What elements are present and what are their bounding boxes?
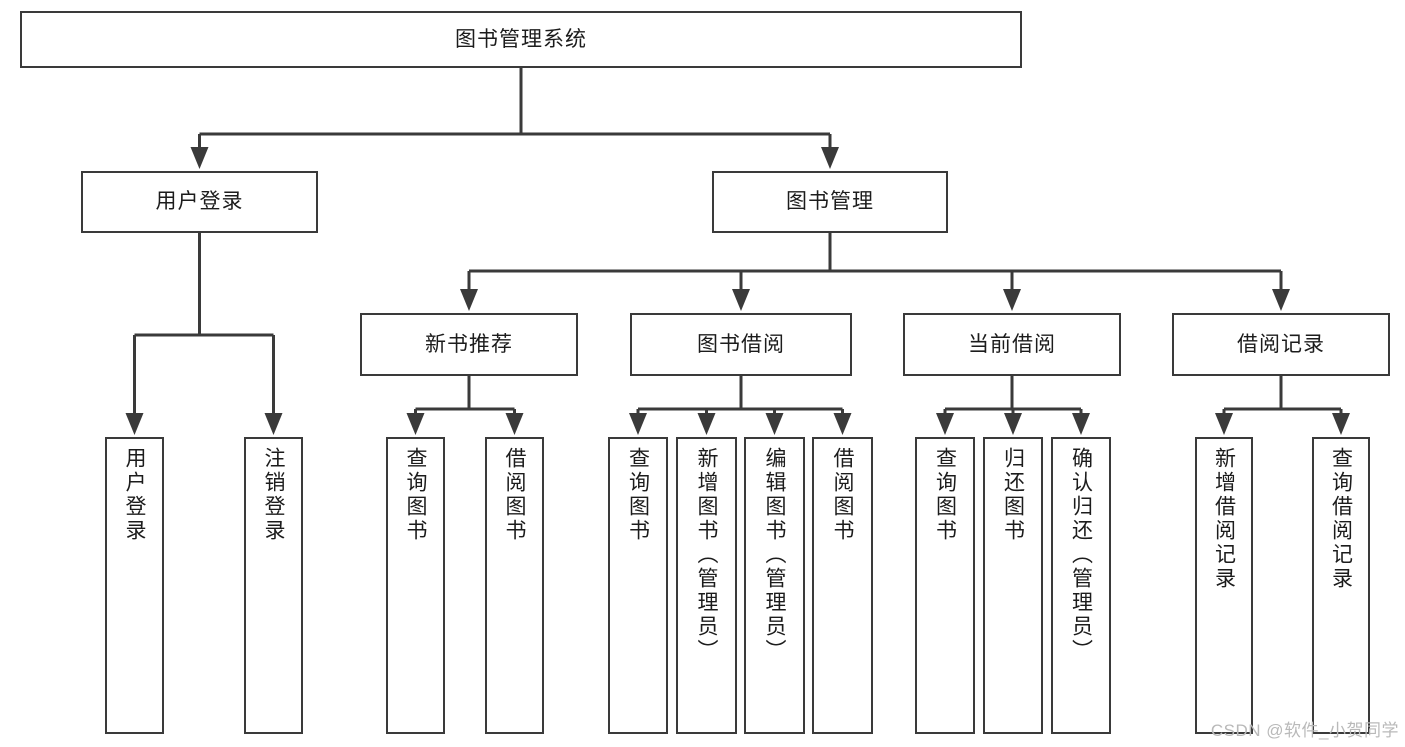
node-records[interactable]: 借阅记录: [1172, 313, 1390, 376]
node-login[interactable]: 用户登录: [81, 171, 318, 233]
node-label: 新增借阅记录: [1212, 447, 1236, 591]
node-bookmgmt[interactable]: 图书管理: [712, 171, 948, 233]
node-root[interactable]: 图书管理系统: [20, 11, 1022, 68]
node-label: 查询图书: [626, 447, 650, 543]
node-leaf-cur-return[interactable]: 归还图书: [983, 437, 1043, 734]
node-label: 查询图书: [933, 447, 957, 543]
node-label: 借阅图书: [831, 447, 854, 543]
node-label: 查询借阅记录: [1329, 447, 1353, 591]
node-label: 借阅图书: [503, 447, 526, 543]
node-leaf-user-login[interactable]: 用户登录: [105, 437, 164, 734]
watermark: CSDN @软件_小贺同学: [1210, 721, 1399, 740]
node-label: 查询图书: [404, 447, 427, 543]
node-leaf-cur-query[interactable]: 查询图书: [915, 437, 975, 734]
node-leaf-bb-query[interactable]: 查询图书: [608, 437, 668, 734]
node-label: 借阅记录: [1237, 332, 1325, 356]
node-label: 图书管理: [786, 190, 874, 214]
node-label: 归还图书: [1001, 447, 1025, 543]
node-leaf-rec-query[interactable]: 查询借阅记录: [1312, 437, 1370, 734]
node-label: 用户登录: [123, 447, 146, 543]
node-leaf-user-logout[interactable]: 注销登录: [244, 437, 303, 734]
node-label: 当前借阅: [968, 332, 1056, 356]
node-newbooks[interactable]: 新书推荐: [360, 313, 578, 376]
node-label: 用户登录: [155, 190, 244, 214]
node-label: 图书管理系统: [455, 27, 587, 51]
node-leaf-cur-confirm[interactable]: 确认归还（管理员）: [1051, 437, 1111, 734]
node-borrowbook[interactable]: 图书借阅: [630, 313, 852, 376]
node-current[interactable]: 当前借阅: [903, 313, 1121, 376]
node-leaf-bb-edit[interactable]: 编辑图书（管理员）: [744, 437, 805, 734]
node-leaf-nb-borrow[interactable]: 借阅图书: [485, 437, 544, 734]
node-label: 确认归还（管理员）: [1069, 447, 1093, 663]
node-label: 新书推荐: [425, 332, 513, 356]
node-label: 编辑图书（管理员）: [763, 447, 786, 663]
node-label: 注销登录: [262, 447, 285, 543]
node-leaf-bb-add[interactable]: 新增图书（管理员）: [676, 437, 737, 734]
node-label: 新增图书（管理员）: [695, 447, 718, 663]
node-leaf-bb-borrow[interactable]: 借阅图书: [812, 437, 873, 734]
node-label: 图书借阅: [697, 332, 785, 356]
node-leaf-nb-query[interactable]: 查询图书: [386, 437, 445, 734]
node-leaf-rec-add[interactable]: 新增借阅记录: [1195, 437, 1253, 734]
